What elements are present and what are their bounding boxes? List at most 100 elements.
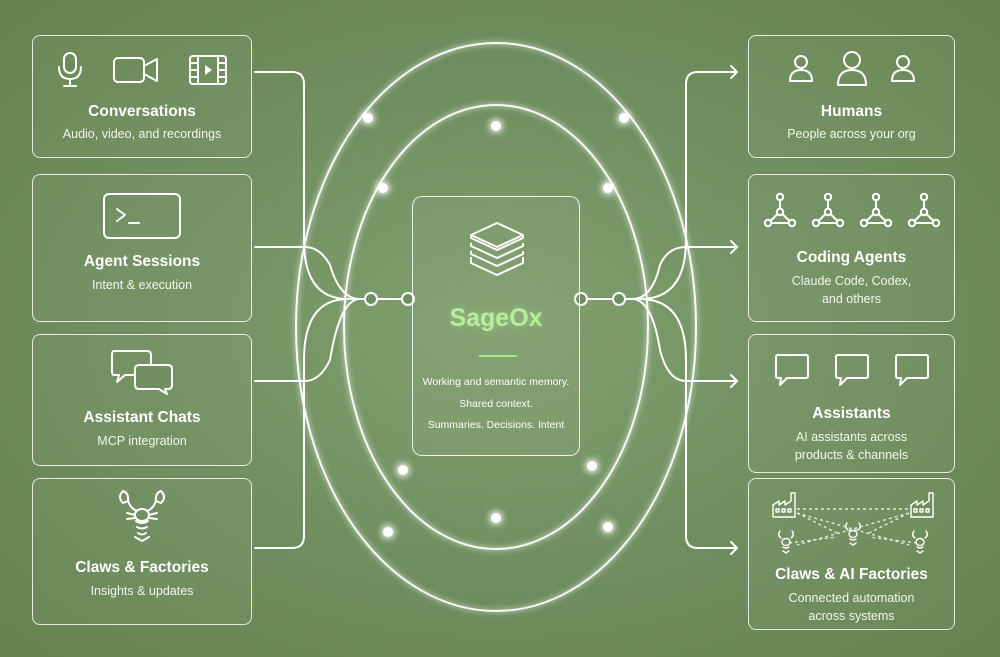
- arrow-claws-ai-factories: [730, 541, 738, 555]
- orbit-node: [383, 527, 393, 537]
- source-card-claws-factories: Claws & Factories Insights & updates: [32, 478, 252, 625]
- orbit-node: [603, 183, 613, 193]
- subtitle-line: across systems: [808, 609, 895, 623]
- dest-line-assistants: [618, 298, 738, 382]
- network-links: [788, 508, 918, 546]
- person-icon: [890, 55, 915, 82]
- lobster-icon: [845, 522, 861, 546]
- orbit-node: [378, 183, 388, 193]
- sageox-title: SageOx: [449, 304, 543, 332]
- title-divider: [479, 355, 517, 357]
- agent-network-icon: [859, 192, 892, 228]
- description-line: Shared context.: [459, 397, 533, 410]
- source-card-agent-sessions: Agent Sessions Intent & execution: [32, 174, 252, 322]
- dest-subtitle: AI assistants across products & channels: [759, 428, 944, 464]
- source-title: Conversations: [88, 103, 196, 120]
- source-icons: [33, 193, 251, 239]
- speech-bubble-icon: [774, 354, 809, 386]
- dest-title: Humans: [820, 103, 883, 120]
- source-icons: [33, 487, 251, 545]
- source-card-conversations: Conversations Audio, video, and recordin…: [32, 35, 252, 158]
- orbit-node: [363, 113, 373, 123]
- source-subtitle: Audio, video, and recordings: [62, 127, 222, 141]
- dest-subtitle: People across your org: [787, 127, 916, 141]
- arrow-humans: [730, 65, 738, 79]
- dest-icons: [749, 353, 954, 387]
- dest-card-coding-agents: Coding Agents Claude Code, Codex, and ot…: [748, 174, 955, 322]
- arrowheads: [730, 65, 738, 555]
- junction-left-inner: [401, 292, 415, 306]
- lobster-icon: [912, 530, 928, 554]
- connector-junctions: [364, 292, 626, 306]
- orbit-node: [491, 513, 501, 523]
- source-line-claws-factories: [254, 298, 372, 549]
- arrow-coding-agents: [730, 240, 738, 254]
- dest-card-humans: Humans People across your org: [748, 35, 955, 158]
- subtitle-line: Claude Code, Codex,: [791, 274, 912, 288]
- dest-icons: [749, 192, 954, 228]
- dest-card-claws-ai-factories: Claws & AI Factories Connected automatio…: [748, 478, 955, 630]
- description-line: Working and semantic memory.: [422, 376, 570, 388]
- dest-line-coding-agents: [618, 246, 738, 300]
- dest-subtitle: Claude Code, Codex, and others: [759, 272, 944, 308]
- orbit-nodes: [363, 113, 629, 537]
- inner-orbit: [343, 104, 649, 550]
- lobster-icon: [119, 490, 165, 542]
- dest-title: Assistants: [812, 405, 891, 422]
- source-icons: [33, 52, 251, 88]
- orbit-node: [603, 522, 613, 532]
- microphone-icon: [58, 52, 82, 87]
- speech-bubble-icon: [834, 354, 869, 386]
- factory-icon: [772, 492, 796, 518]
- layers-stack-icon: [470, 222, 524, 276]
- orbit-node: [398, 465, 408, 475]
- person-icon: [836, 51, 867, 86]
- source-title: Assistant Chats: [83, 409, 201, 426]
- dest-card-assistants: Assistants AI assistants across products…: [748, 334, 955, 473]
- destination-connectors: [579, 71, 738, 549]
- chat-bubbles-icon: [111, 350, 173, 395]
- arrow-assistants: [730, 374, 738, 388]
- source-connectors: [254, 71, 413, 549]
- orbit-node: [587, 461, 597, 471]
- sageox-description: Working and semantic memory. Shared cont…: [417, 372, 575, 437]
- orbit-rings: [295, 42, 697, 612]
- agent-network-icon: [763, 192, 796, 228]
- dest-line-claws-ai-factories: [618, 298, 738, 549]
- dest-title: Claws & AI Factories: [775, 566, 928, 583]
- source-subtitle: Intent & execution: [91, 278, 193, 292]
- subtitle-line: products & channels: [794, 448, 909, 462]
- factory-network-icon: [772, 492, 934, 554]
- speech-bubble-icon: [894, 354, 929, 386]
- outer-orbit: [295, 42, 697, 612]
- source-card-assistant-chats: Assistant Chats MCP integration: [32, 334, 252, 466]
- orbit-node: [619, 113, 629, 123]
- junction-left-outer: [364, 292, 378, 306]
- factory-icon: [910, 492, 934, 518]
- agent-network-icon: [907, 192, 940, 228]
- source-subtitle: MCP integration: [97, 434, 187, 448]
- source-title: Agent Sessions: [83, 253, 201, 270]
- sageox-core-card: SageOx Working and semantic memory. Shar…: [412, 196, 580, 456]
- video-file-icon: [189, 55, 227, 85]
- agent-network-icon: [811, 192, 844, 228]
- orbit-node: [491, 121, 501, 131]
- dest-title: Coding Agents: [796, 249, 907, 266]
- source-line-conversations: [254, 71, 372, 300]
- source-title: Claws & Factories: [75, 559, 209, 576]
- junction-right-outer: [612, 292, 626, 306]
- terminal-icon: [103, 193, 181, 239]
- dest-subtitle: Connected automation across systems: [759, 589, 944, 625]
- source-line-assistant-chats: [254, 298, 372, 382]
- source-line-agent-sessions: [254, 246, 372, 300]
- dest-icons: [749, 50, 954, 86]
- lobster-icon: [778, 530, 794, 554]
- source-icons: [33, 349, 251, 395]
- description-line: Summaries. Decisions. Intent: [427, 419, 565, 431]
- video-camera-icon: [113, 57, 158, 83]
- junction-right-inner: [574, 292, 588, 306]
- person-icon: [788, 55, 813, 82]
- subtitle-line: and others: [821, 292, 882, 306]
- subtitle-line: AI assistants across: [795, 430, 908, 444]
